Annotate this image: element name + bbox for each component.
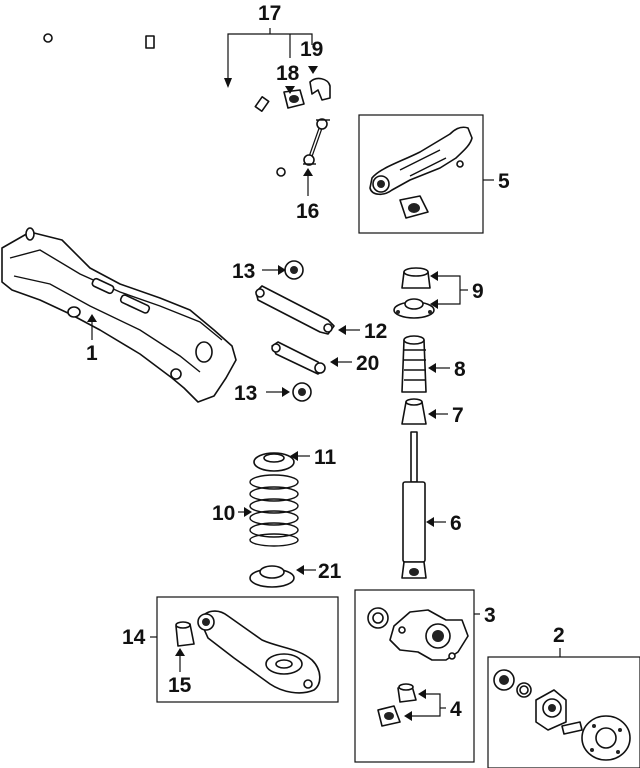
svg-text:5: 5 bbox=[498, 170, 510, 193]
svg-text:17: 17 bbox=[258, 2, 281, 25]
svg-text:21: 21 bbox=[318, 560, 342, 583]
snap-ring[interactable] bbox=[516, 682, 532, 698]
callout-20: 20 bbox=[330, 352, 379, 375]
svg-text:7: 7 bbox=[452, 404, 464, 427]
svg-text:18: 18 bbox=[276, 62, 300, 85]
lower-arm-box bbox=[156, 596, 339, 703]
svg-text:6: 6 bbox=[450, 512, 462, 535]
callout-6: 6 bbox=[426, 512, 462, 535]
callout-3: 3 bbox=[474, 604, 496, 627]
svg-text:8: 8 bbox=[454, 358, 466, 381]
svg-text:16: 16 bbox=[296, 200, 319, 223]
callout-19: 19 bbox=[300, 38, 323, 74]
stabilizer-bracket[interactable] bbox=[309, 77, 331, 101]
callout-4: 4 bbox=[404, 689, 462, 721]
hub-assembly[interactable] bbox=[535, 689, 567, 731]
svg-text:9: 9 bbox=[472, 280, 484, 303]
svg-text:13: 13 bbox=[232, 260, 255, 283]
svg-text:14: 14 bbox=[122, 626, 146, 649]
callout-11: 11 bbox=[290, 446, 337, 469]
spring-lower-seat[interactable] bbox=[249, 565, 295, 588]
knuckle-bushing-lower[interactable] bbox=[377, 705, 401, 727]
lateral-arm-upper[interactable] bbox=[255, 285, 335, 335]
callout-8: 8 bbox=[428, 358, 466, 381]
svg-text:15: 15 bbox=[168, 674, 192, 697]
wheel-hub-flange[interactable] bbox=[581, 715, 631, 761]
knuckle-bushing-upper[interactable] bbox=[397, 683, 417, 703]
callout-10: 10 bbox=[212, 502, 252, 525]
svg-text:11: 11 bbox=[314, 446, 337, 469]
dust-boot[interactable] bbox=[401, 335, 427, 393]
callout-17: 17 bbox=[224, 2, 313, 88]
callout-5: 5 bbox=[483, 170, 510, 193]
crossmember[interactable] bbox=[1, 227, 237, 403]
svg-text:20: 20 bbox=[356, 352, 379, 375]
bump-stop[interactable] bbox=[401, 398, 427, 425]
svg-text:13: 13 bbox=[234, 382, 257, 405]
spring-upper-insulator[interactable] bbox=[253, 452, 295, 472]
callout-7: 7 bbox=[428, 404, 464, 427]
callout-12: 12 bbox=[338, 320, 387, 343]
callout-13-lower: 13 bbox=[234, 382, 290, 405]
stabilizer-bushing[interactable] bbox=[283, 89, 305, 109]
trailing-arm[interactable] bbox=[369, 126, 473, 196]
trailing-arm-box bbox=[358, 114, 484, 234]
callout-13-upper: 13 bbox=[232, 260, 286, 283]
callout-21: 21 bbox=[296, 560, 342, 583]
callout-1: 1 bbox=[86, 314, 98, 365]
svg-text:1: 1 bbox=[86, 342, 98, 365]
trailing-arm-bushing[interactable] bbox=[399, 195, 429, 219]
wheel-stud[interactable] bbox=[561, 721, 583, 735]
lower-control-arm[interactable] bbox=[197, 610, 321, 694]
stabilizer-link[interactable] bbox=[303, 118, 330, 166]
svg-text:3: 3 bbox=[484, 604, 496, 627]
shock-mount-plate[interactable] bbox=[393, 298, 435, 319]
svg-text:4: 4 bbox=[450, 698, 462, 721]
hub-box bbox=[487, 656, 640, 768]
steering-knuckle[interactable] bbox=[389, 609, 469, 661]
coil-spring[interactable] bbox=[249, 474, 299, 547]
shock-mount-upper[interactable] bbox=[401, 267, 431, 289]
callout-14: 14 bbox=[122, 626, 157, 649]
svg-text:2: 2 bbox=[553, 624, 565, 647]
lower-arm-bushing[interactable] bbox=[175, 621, 195, 647]
arm-bushing-upper[interactable] bbox=[284, 260, 304, 280]
callout-9: 9 bbox=[430, 271, 484, 309]
svg-text:12: 12 bbox=[364, 320, 387, 343]
lateral-arm-lower[interactable] bbox=[271, 341, 326, 375]
knuckle-seal[interactable] bbox=[367, 607, 389, 629]
wheel-bearing[interactable] bbox=[493, 669, 515, 691]
stabilizer-bar[interactable] bbox=[43, 33, 292, 177]
arm-bushing-lower[interactable] bbox=[292, 382, 312, 402]
svg-text:10: 10 bbox=[212, 502, 235, 525]
callout-16: 16 bbox=[296, 168, 319, 223]
svg-text:19: 19 bbox=[300, 38, 323, 61]
shock-absorber[interactable] bbox=[401, 431, 427, 579]
callout-18: 18 bbox=[276, 62, 300, 94]
callout-2: 2 bbox=[553, 624, 565, 657]
knuckle-box bbox=[354, 589, 475, 763]
callout-15: 15 bbox=[168, 648, 192, 697]
